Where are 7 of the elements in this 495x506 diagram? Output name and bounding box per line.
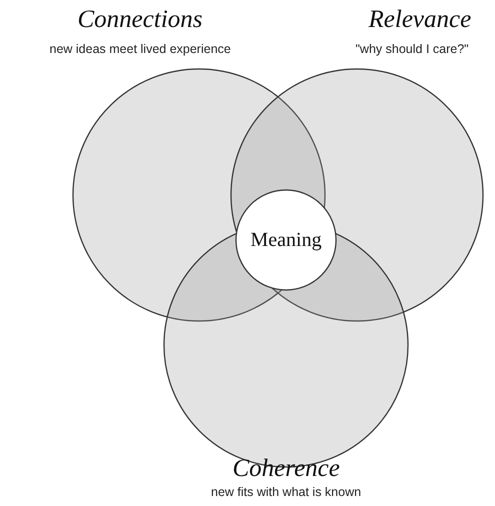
center-label: Meaning	[250, 228, 322, 252]
set-title: Relevance	[368, 6, 472, 34]
set-subtitle: "why should I care?"	[356, 42, 469, 56]
set-title: Coherence	[232, 455, 340, 483]
set-subtitle: new ideas meet lived experience	[50, 42, 231, 56]
set-title: Connections	[78, 6, 202, 34]
set-subtitle: new fits with what is known	[211, 485, 362, 499]
